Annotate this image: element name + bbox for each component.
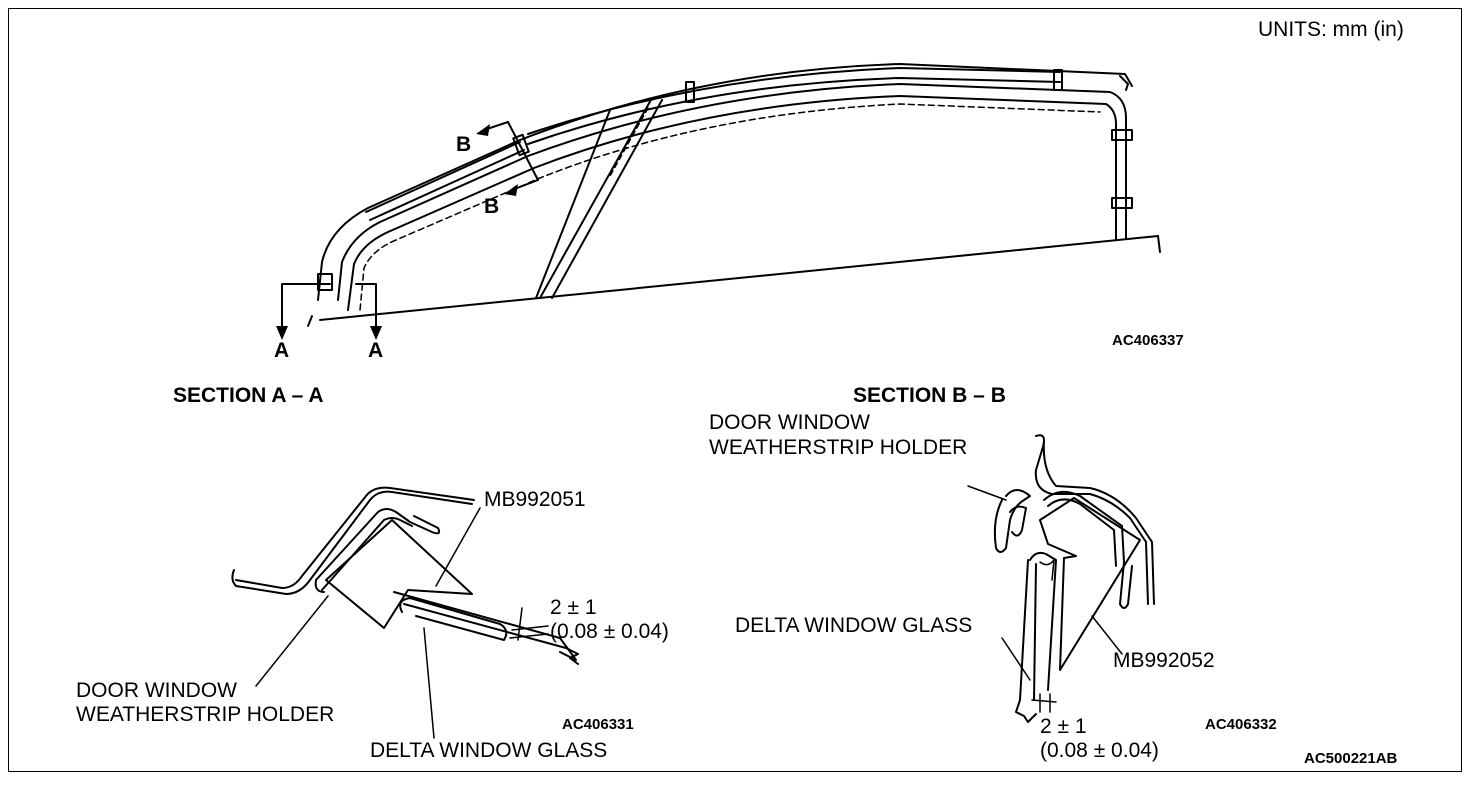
section-b-code: AC406332 [1205,716,1277,733]
section-a-code: AC406331 [562,716,634,733]
figure-frame [8,8,1462,772]
overview-code: AC406337 [1112,332,1184,349]
units-label: UNITS: mm (in) [1258,18,1404,41]
section-a-title: SECTION A – A [173,384,324,407]
section-b-holder-label-line1: DOOR WINDOW [709,411,870,434]
section-mark-a-right: A [368,339,384,362]
section-a-glass-label: DELTA WINDOW GLASS [370,739,608,762]
figure-code: AC500221AB [1304,750,1398,767]
section-arrowheads [276,124,518,340]
section-a-holder-label-line1: DOOR WINDOW [76,679,237,702]
section-b-tool-label: MB992052 [1113,649,1215,672]
section-mark-a-left: A [274,339,290,362]
section-a-tool-label: MB992051 [484,488,586,511]
section-b-holder-label-line2: WEATHERSTRIP HOLDER [709,436,968,459]
door-frame-overview [281,63,1161,331]
section-b-glass-label: DELTA WINDOW GLASS [735,614,973,637]
section-a-clearance-mm: 2 ± 1 [550,596,597,619]
section-a-a-drawing [231,486,579,739]
section-mark-b-upper: B [456,133,472,156]
section-mark-b-lower: B [484,195,500,218]
section-b-b-drawing [967,434,1155,723]
section-b-clearance-mm: 2 ± 1 [1040,715,1087,738]
section-b-clearance-in: (0.08 ± 0.04) [1040,739,1159,762]
section-b-title: SECTION B – B [853,384,1006,407]
section-a-holder-label-line2: WEATHERSTRIP HOLDER [76,703,335,726]
section-a-clearance-in: (0.08 ± 0.04) [550,620,669,643]
